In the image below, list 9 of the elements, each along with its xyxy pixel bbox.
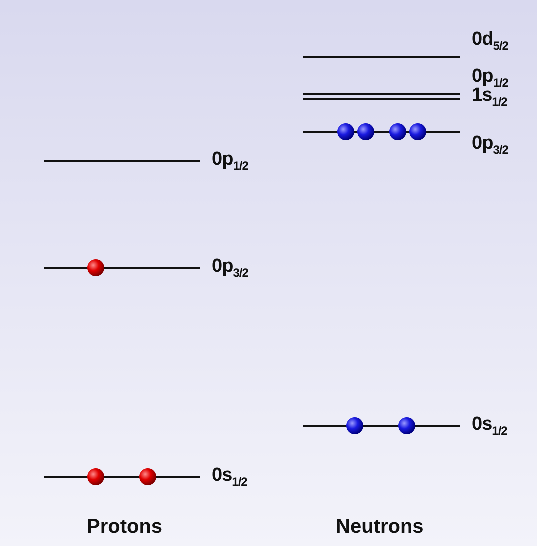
level-label: 0s$_{1/2}$ (472, 415, 508, 440)
level-label: 0p$_{1/2}$ (212, 150, 248, 175)
level-label: 1s$_{1/2}$ (472, 86, 508, 111)
level-label: 0d$_{5/2}$ (472, 30, 508, 55)
column-heading: Protons (87, 516, 163, 539)
level-label: 0s$_{1/2}$ (212, 466, 248, 491)
level-label: 0p$_{3/2}$ (472, 134, 508, 159)
level-label: 0p$_{3/2}$ (212, 257, 248, 282)
column-heading: Neutrons (336, 516, 424, 539)
